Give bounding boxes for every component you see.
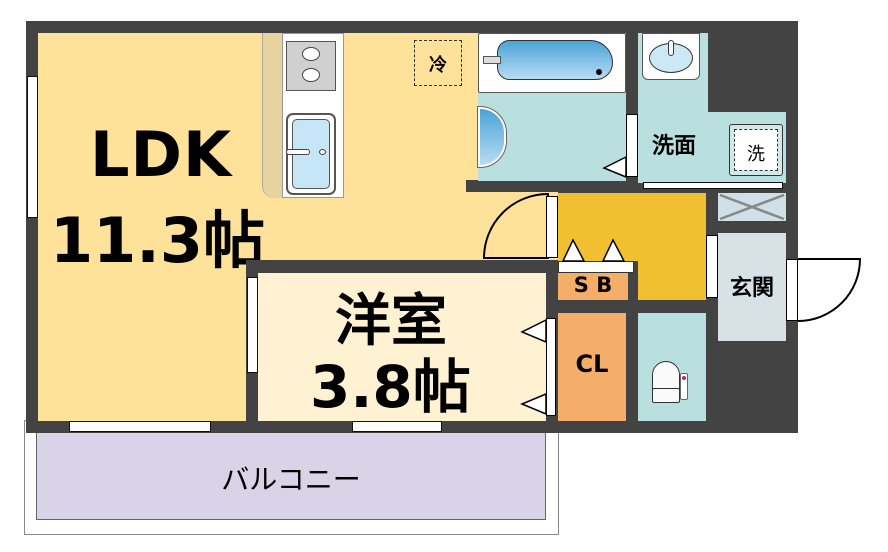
western-bottom-window — [352, 421, 442, 432]
washroom-label: 洗面 — [652, 134, 697, 159]
ldk-label: LDK — [90, 118, 233, 191]
front-door-swing — [797, 258, 862, 322]
front-door — [786, 259, 798, 321]
closet-label: CL — [575, 350, 609, 378]
balcony: バルコニー — [36, 432, 546, 520]
entrance-label: 玄関 — [729, 276, 774, 301]
western-room-size: 3.8帖 — [310, 353, 471, 421]
stove — [286, 41, 336, 91]
ldk-door-swing — [482, 192, 549, 259]
ldk-bottom-window — [69, 421, 211, 432]
fridge-space: 冷 — [414, 40, 462, 86]
bathtub — [478, 33, 626, 93]
toilet-control-panel — [680, 373, 688, 400]
bath-door-marker — [602, 155, 627, 179]
faucet-icon — [286, 149, 310, 155]
ldk-door — [546, 196, 558, 258]
shoe-box-label: S B — [573, 273, 613, 297]
entrance-storage — [718, 193, 786, 221]
room-closet: CL — [558, 313, 626, 421]
drain-icon — [319, 149, 326, 155]
balcony-label: バルコニー — [221, 463, 361, 496]
bath-door — [626, 114, 638, 177]
western-room-label: 洋室 — [335, 289, 447, 354]
wash-faucet-icon — [668, 40, 674, 56]
washer-label: 洗 — [747, 144, 765, 165]
shoe-box: S B — [558, 273, 628, 300]
washroom-sliding-door — [643, 182, 783, 189]
washer-inner: 洗 — [734, 129, 778, 171]
cross-icon — [719, 193, 785, 221]
sink — [286, 113, 336, 195]
ldk-size: 11.3帖 — [50, 204, 265, 277]
toilet-seat — [652, 388, 680, 403]
fridge-label: 冷 — [429, 55, 447, 76]
entrance-inner-door — [706, 235, 718, 298]
closet-door — [546, 318, 556, 416]
washer-space: 洗 — [729, 124, 783, 176]
bath-faucet-icon — [483, 56, 501, 64]
burner-icon — [302, 68, 320, 82]
bath-drain-icon — [596, 69, 602, 75]
room-western — [258, 273, 546, 421]
burner-icon — [302, 47, 320, 61]
western-left-window — [247, 277, 258, 373]
wash-basin — [642, 33, 700, 80]
bathtub-basin — [497, 40, 613, 80]
shoe-box-door — [558, 261, 634, 273]
ldk-left-window — [27, 76, 38, 218]
room-toilet — [638, 313, 706, 421]
kitchen-counter-edge — [262, 33, 282, 198]
ldk-wall-lower — [466, 180, 558, 192]
shoe-box-door-markers — [561, 238, 626, 262]
closet-door-markers — [520, 318, 547, 416]
room-entrance: 玄関 — [718, 233, 786, 341]
hall-wall-notch — [628, 261, 638, 301]
